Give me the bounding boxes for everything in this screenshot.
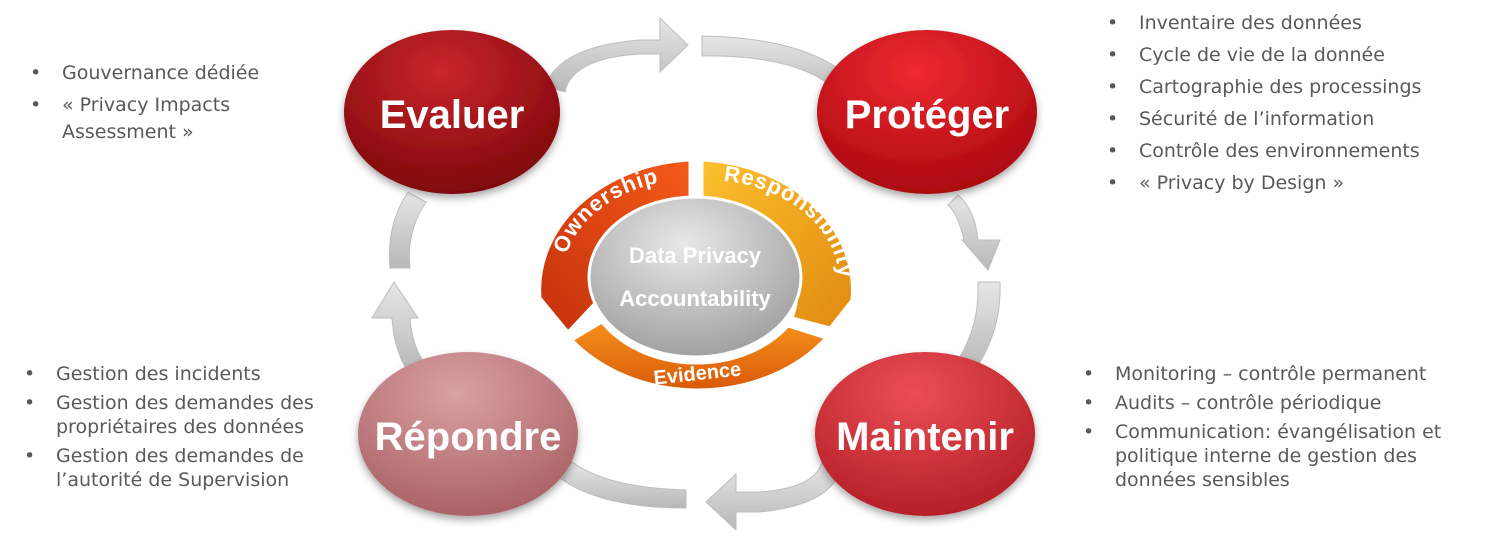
phase-proteger: Protéger bbox=[817, 30, 1037, 194]
phase-evaluer-label: Evaluer bbox=[380, 93, 525, 137]
list-item: Inventaire des données bbox=[1107, 10, 1487, 37]
ring-segment-evidence bbox=[569, 320, 829, 392]
phase-repondre: Répondre bbox=[358, 352, 578, 516]
arrow-segment-left-upper bbox=[388, 191, 427, 269]
center-core: Data Privacy Accountability bbox=[587, 195, 803, 359]
arrow-evaluer-to-proteger bbox=[544, 16, 689, 93]
list-item: « Privacy by Design » bbox=[1107, 170, 1487, 197]
center-line-1: Data Privacy bbox=[629, 243, 762, 268]
list-item: Sécurité de l’information bbox=[1107, 106, 1487, 133]
list-item: Contrôle des environnements bbox=[1107, 138, 1487, 165]
arrow-segment-right-lower bbox=[957, 281, 1001, 371]
cycle-arrows bbox=[371, 16, 1001, 532]
center-line-2: Accountability bbox=[619, 286, 771, 311]
phase-maintenir: Maintenir bbox=[815, 352, 1035, 516]
phase-evaluer: Evaluer bbox=[344, 30, 560, 194]
arrow-segment-bottom-left bbox=[559, 461, 687, 509]
list-item: Audits – contrôle périodique bbox=[1083, 391, 1483, 415]
list-item: Cycle de vie de la donnée bbox=[1107, 42, 1487, 69]
phase-repondre-label: Répondre bbox=[375, 415, 562, 459]
maintenir-bullet-list: Monitoring – contrôle permanent Audits –… bbox=[1083, 362, 1483, 497]
arrow-maintenir-to-repondre bbox=[705, 461, 841, 532]
phase-maintenir-label: Maintenir bbox=[836, 415, 1014, 459]
list-item: « Privacy Impacts Assessment » bbox=[30, 92, 330, 146]
list-item: Gestion des demandes des propriétaires d… bbox=[24, 391, 334, 439]
list-item: Gestion des incidents bbox=[24, 362, 334, 386]
list-item: Gouvernance dédiée bbox=[30, 60, 330, 87]
list-item: Communication: évangélisation et politiq… bbox=[1083, 420, 1483, 492]
repondre-bullet-list: Gestion des incidents Gestion des demand… bbox=[24, 362, 334, 497]
list-item: Gestion des demandes de l’autorité de Su… bbox=[24, 444, 334, 492]
evaluer-bullet-list: Gouvernance dédiée « Privacy Impacts Ass… bbox=[30, 60, 330, 151]
arrow-proteger-to-maintenir bbox=[947, 194, 1001, 271]
list-item: Cartographie des processings bbox=[1107, 74, 1487, 101]
proteger-bullet-list: Inventaire des données Cycle de vie de l… bbox=[1107, 10, 1487, 202]
arrow-repondre-to-evaluer bbox=[371, 281, 425, 373]
phase-proteger-label: Protéger bbox=[845, 93, 1010, 137]
list-item: Monitoring – contrôle permanent bbox=[1083, 362, 1483, 386]
